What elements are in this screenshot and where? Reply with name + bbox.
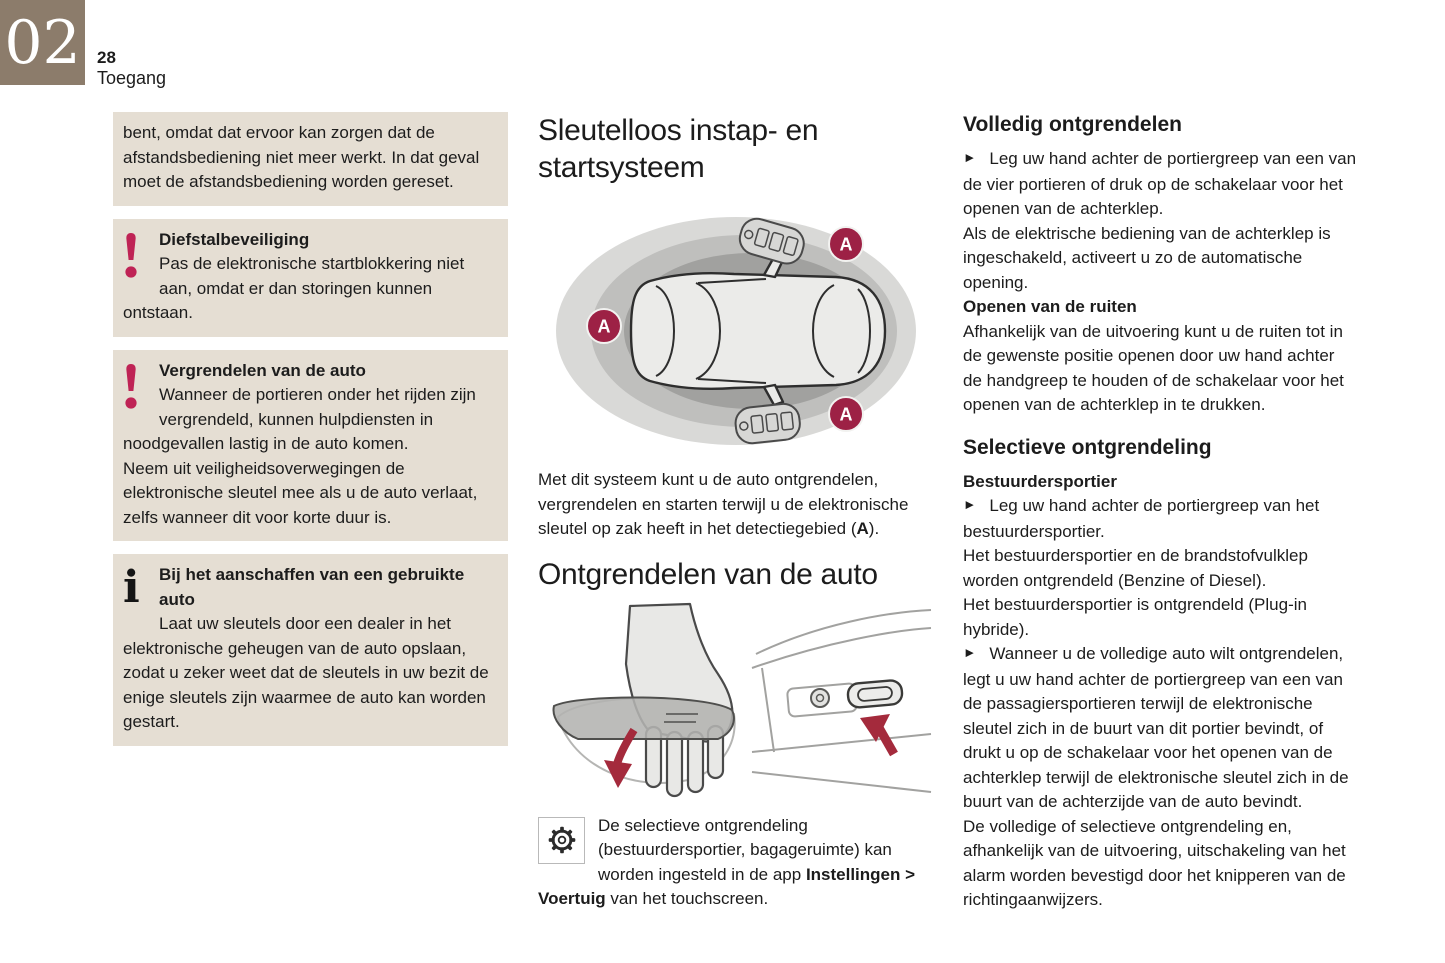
left-column: bent, omdat dat ervoor kan zorgen dat de… [113,112,508,913]
section-title-unlocking: Ontgrendelen van de auto [538,557,878,591]
instruction-bullet: ►Leg uw hand achter de portiergreep van … [963,496,1320,541]
paragraph: Afhankelijk van de uitvoering kunt u de … [963,321,1344,415]
note-title: Vergrendelen van de auto [159,360,366,380]
chapter-number: 02 [4,7,81,78]
settings-gear-icon [538,816,585,864]
door-handle-and-tailgate-illustration [552,602,932,797]
note-text: Wanneer de portieren onder het rijden zi… [123,385,476,453]
note-box-warning-theft: Diefstalbeveiliging Pas de elektronische… [113,218,508,337]
intro-paragraph: Met dit systeem kunt u de auto ontgrende… [538,470,909,538]
paragraph: De volledige of selectieve ontgrendeling… [963,816,1346,910]
chapter-title: Toegang [97,68,167,88]
section-title-full-unlock: Volledig ontgrendelen [963,113,1182,136]
paragraph: Het bestuurdersportier en de brandstofvu… [963,546,1308,590]
detection-zone-marker: A A A [586,226,864,432]
bullet-arrow-icon: ► [963,150,977,165]
exclamation-icon [123,228,159,280]
instruction-bullet: ►Wanneer u de volledige auto wilt ontgre… [963,644,1349,811]
chapter-number-box: 02 [0,0,85,85]
section-title-selective-unlock: Selectieve ontgrendeling [963,435,1212,459]
info-icon: i [123,562,140,613]
car-detection-zone-diagram: A A A [556,217,916,445]
note-text: bent, omdat dat ervoor kan zorgen dat de… [123,123,480,191]
instruction-bullet: ►Leg uw hand achter de portiergreep van … [963,149,1357,218]
note-box-warning-locking: Vergrendelen van de auto Wanneer de port… [113,349,508,541]
note-box-continuation: bent, omdat dat ervoor kan zorgen dat de… [113,112,508,206]
settings-note: De selectieve ontgrendeling (bestuurders… [538,815,916,908]
bullet-arrow-icon: ► [963,645,977,660]
page-info: 28 Toegang [97,47,166,89]
note-title: Diefstalbeveiliging [159,229,310,249]
page-number: 28 [97,48,116,67]
paragraph: Als de elektrische bediening van de acht… [963,223,1331,292]
svg-text:A: A [840,405,853,425]
exclamation-icon [123,359,159,411]
subheading-open-windows: Openen van de ruiten [963,297,1137,316]
note-text: Laat uw sleutels door een dealer in het … [123,614,489,731]
note-text: Pas de elektronische startblokkering nie… [123,254,465,322]
note-title: Bij het aanschaffen van een gebruikte au… [159,565,465,609]
section-title-keyless: Sleutelloos instap- en startsysteem [538,114,819,184]
note-box-info-used-car: i Bij het aanschaffen van een gebruikte … [113,554,508,746]
bullet-arrow-icon: ► [963,497,977,512]
subheading-driver-door: Bestuurdersportier [963,471,1117,491]
right-column: Volledig ontgrendelen ►Leg uw hand achte… [963,112,1358,913]
content-columns: bent, omdat dat ervoor kan zorgen dat de… [113,112,1358,913]
paragraph: Het bestuurdersportier is ontgrendeld (P… [963,595,1307,639]
note-text: Neem uit veiligheidsoverwegingen de elek… [123,458,478,527]
svg-text:A: A [598,317,611,337]
middle-column: Sleutelloos instap- en startsysteem [538,112,933,913]
svg-text:A: A [840,235,853,255]
